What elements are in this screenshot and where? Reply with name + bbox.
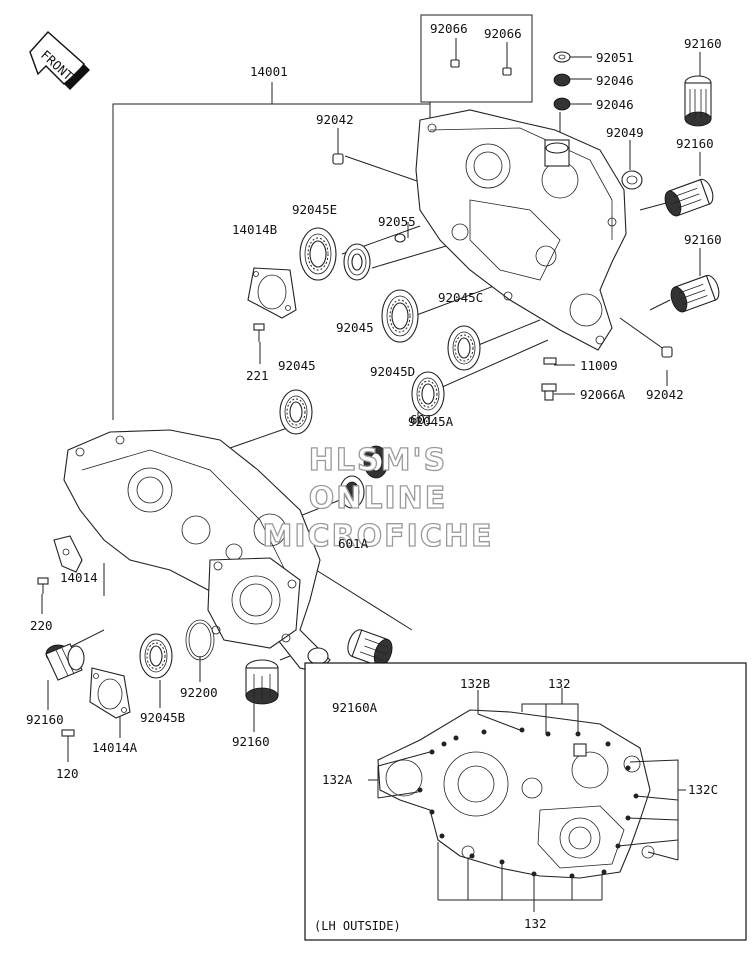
label-14001: 14001 (250, 64, 288, 79)
label-120: 120 (56, 766, 79, 781)
label-601A: 601A (338, 536, 369, 551)
label-92160-mid: 92160 (676, 136, 714, 151)
label-92066-b: 92066 (484, 26, 522, 41)
bracket-14014 (37, 535, 83, 594)
right-crankcase-half (415, 109, 627, 351)
label-221: 221 (246, 368, 269, 383)
label-92045D: 92045D (370, 364, 415, 379)
watermark: HLSM'S ONLINE MICROFICHE (262, 442, 494, 554)
pin-92042-top (332, 153, 344, 165)
label-92051: 92051 (596, 50, 634, 65)
bearing-92046b (553, 97, 571, 111)
label-11009: 11009 (580, 358, 618, 373)
ring-92055 (394, 233, 406, 243)
label-92045E: 92045E (292, 202, 337, 217)
cover-plate-14014A (89, 667, 131, 719)
lh-outside-inset: (LH OUTSIDE) (304, 662, 747, 941)
label-132-bottom: 132 (524, 916, 547, 931)
left-crankcase-half (63, 429, 331, 673)
label-92160A: 92160A (332, 700, 378, 715)
needle-bearings-right (664, 75, 720, 313)
label-92049: 92049 (606, 125, 644, 140)
lower-parts (45, 619, 393, 746)
cover-plate-14014B (247, 267, 297, 342)
label-92055: 92055 (378, 214, 416, 229)
label-92046-b: 92046 (596, 97, 634, 112)
watermark-line-1: HLSM'S (309, 443, 447, 478)
bearing-92046a (553, 73, 571, 87)
watermark-line-3: MICROFICHE (263, 519, 494, 554)
washer-11009 (543, 357, 557, 365)
oil-seals-601 (339, 445, 389, 509)
label-132-top: 132 (548, 676, 571, 691)
label-92160-right: 92160 (684, 232, 722, 247)
label-92042-top: 92042 (316, 112, 354, 127)
pin-92042-right (661, 346, 673, 358)
label-92200: 92200 (180, 685, 218, 700)
label-220: 220 (30, 618, 53, 633)
label-92046-a: 92046 (596, 73, 634, 88)
label-14014: 14014 (60, 570, 98, 585)
label-92160-top: 92160 (684, 36, 722, 51)
label-14014B: 14014B (232, 222, 277, 237)
plug-92066A (541, 383, 557, 392)
ball-bearings-upper (279, 227, 481, 435)
part-labels: 14001 92066 92066 92051 92046 92046 9216… (26, 21, 722, 931)
label-92042-right: 92042 (646, 387, 684, 402)
label-132B: 132B (460, 676, 490, 691)
label-92160-bottom: 92160 (232, 734, 270, 749)
label-132C: 132C (688, 782, 718, 797)
label-601: 601 (410, 412, 433, 427)
label-92045-b: 92045 (278, 358, 316, 373)
label-92066A: 92066A (580, 387, 626, 402)
oil-seal-92049 (621, 170, 643, 190)
dowel-pin-pair (450, 59, 512, 76)
label-92045-a: 92045 (336, 320, 374, 335)
label-132A: 132A (322, 772, 353, 787)
label-14014A: 14014A (92, 740, 138, 755)
small-parts-right (332, 51, 673, 401)
label-92045B: 92045B (140, 710, 185, 725)
label-92045C: 92045C (438, 290, 483, 305)
front-arrow-icon: FRONT (29, 31, 90, 90)
label-92045A: 92045A (408, 414, 454, 429)
label-92160-left: 92160 (26, 712, 64, 727)
watermark-line-2: ONLINE (309, 481, 448, 516)
o-ring-92200 (185, 619, 215, 661)
inset-caption: (LH OUTSIDE) (314, 919, 401, 933)
seal-92051 (553, 51, 571, 63)
label-92066-a: 92066 (430, 21, 468, 36)
